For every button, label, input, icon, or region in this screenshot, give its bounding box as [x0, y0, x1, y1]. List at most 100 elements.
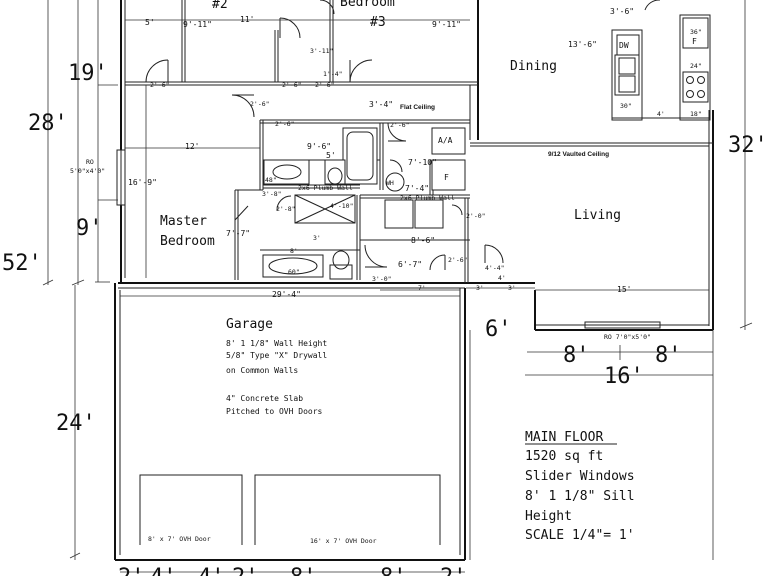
water-heater-label: WH: [386, 179, 394, 187]
garage-note-line: 5/8" Type "X" Drywall: [226, 351, 327, 360]
dim-label: 6'-7": [398, 260, 422, 269]
dim-label: 7': [418, 284, 426, 292]
dishwasher-label: DW: [619, 41, 629, 50]
dim-label: 15': [617, 285, 631, 294]
garage-note-line: 4" Concrete Slab: [226, 394, 303, 403]
dim-label: 24": [690, 62, 702, 70]
title-scale: SCALE 1/4"= 1': [525, 528, 635, 543]
dim-label: 2'-8": [276, 205, 296, 213]
dim-label: 2'-6": [275, 120, 295, 128]
dim-label: 2'-6": [150, 81, 170, 89]
fixtures: [139, 17, 709, 545]
dim-label: 4': [198, 565, 225, 576]
dim-label: 2'-0": [466, 212, 486, 220]
title-height: Height: [525, 509, 572, 524]
dim-label: 8': [290, 565, 317, 576]
ac-label: A/A: [438, 136, 453, 145]
dim-label: 1'-4": [323, 70, 343, 78]
dim-label: 3'-4": [369, 100, 393, 109]
dim-label: 18": [690, 110, 702, 118]
bedroom-2-label: #2: [212, 0, 228, 12]
title-block: MAIN FLOOR 1520 sq ft Slider Windows 8' …: [525, 430, 635, 543]
windows: [116, 149, 661, 329]
dim-label: 8': [655, 343, 682, 368]
garage-note-line: on Common Walls: [226, 366, 298, 375]
living-label: Living: [574, 208, 621, 223]
flat-ceiling-note: Flat Ceiling: [400, 104, 435, 111]
dim-label: 8'-6": [411, 236, 435, 245]
dim-label: 60": [288, 268, 300, 276]
dimension-labels-small: 5' 9'-11" 11' 9'-11" 3'-6" 13'-6" 3'-11"…: [128, 7, 702, 299]
exterior-walls: [114, 0, 714, 561]
dim-label: 2'-6": [448, 256, 468, 264]
dim-label: 9'-6": [307, 142, 331, 151]
fridge-size: 36": [690, 28, 702, 36]
dim-label: 7'-10": [408, 158, 437, 167]
dimension-labels-large: 19' 28' 9' 52' 24' 32' 6' 8' 8' 16': [2, 61, 768, 436]
garage-notes: 8' 1 1/8" Wall Height 5/8" Type "X" Dryw…: [226, 339, 327, 416]
dining-label: Dining: [510, 59, 557, 74]
dim-label: 9'-11": [432, 20, 461, 29]
ro-bedroom-note: RO: [86, 158, 94, 166]
bedroom-3-label: Bedroom: [340, 0, 395, 10]
dim-label: 2': [440, 565, 467, 576]
master-bedroom-label-2: Bedroom: [160, 234, 215, 249]
dim-label: 8': [290, 247, 298, 255]
garage-label: Garage: [226, 317, 273, 332]
dim-label: 9': [76, 216, 103, 241]
dim-label: 5': [145, 18, 155, 27]
plumb-wall-note-1: 2x6 Plumb Wall: [298, 184, 353, 192]
dim-label: 3': [476, 284, 484, 292]
dim-label: 24': [56, 411, 96, 436]
dim-label: 8': [380, 565, 407, 576]
vaulted-ceiling-note: 9/12 Vaulted Ceiling: [548, 151, 609, 158]
dim-label: 4'-10": [330, 202, 353, 210]
dim-label: 3'-11": [310, 47, 333, 55]
dim-label: 2'-6": [250, 100, 270, 108]
fridge-label: F: [692, 37, 697, 46]
dim-label: 29'-4": [272, 290, 301, 299]
dim-label: 48": [265, 176, 277, 184]
dim-label: 3': [313, 234, 321, 242]
ro-bedroom-size: 5'0"x4'0": [70, 167, 105, 175]
doors: [145, 0, 661, 271]
furnace-label: F: [444, 173, 449, 182]
dim-label: 8': [563, 343, 590, 368]
dim-label: 4': [150, 565, 177, 576]
dim-label: 30": [620, 102, 632, 110]
dim-label: 5': [326, 151, 336, 160]
dim-label: 4': [657, 110, 665, 118]
dim-label: 13'-6": [568, 40, 597, 49]
dim-label: 2'-6": [282, 81, 302, 89]
bottom-dimension-string: 2' 4' 4' 2' 8' 8' 2': [118, 565, 467, 576]
dim-label: 3'-8": [262, 190, 282, 198]
dim-label: 3': [508, 284, 516, 292]
dim-label: 7'-4": [405, 184, 429, 193]
bedroom-3-number: #3: [370, 15, 386, 30]
dim-label: 16': [604, 364, 644, 389]
dim-label: 11': [240, 15, 254, 24]
room-labels: #2 Bedroom #3 Dining Living Master Bedro…: [160, 0, 621, 332]
title-area: 1520 sq ft: [525, 449, 603, 464]
garage-note-line: 8' 1 1/8" Wall Height: [226, 339, 327, 348]
dim-label: 52': [2, 251, 42, 276]
dim-label: 2'-6": [390, 121, 410, 129]
dim-label: 4': [498, 274, 506, 282]
dim-label: 7'-7": [226, 229, 250, 238]
garage-door-right-note: 16' x 7' OVH Door: [310, 537, 377, 545]
dim-label: 4'-4": [485, 264, 505, 272]
plan-notes: Flat Ceiling 9/12 Vaulted Ceiling RO 5'0…: [70, 28, 702, 545]
dim-label: 6': [485, 317, 512, 342]
dim-label: 32': [728, 133, 768, 158]
title-windows: Slider Windows: [525, 469, 635, 484]
plumb-wall-note-2: 2x6 Plumb Wall: [400, 194, 455, 202]
ro-living-note: RO 7'0"x5'0": [604, 333, 651, 341]
title-sill: 8' 1 1/8" Sill: [525, 489, 635, 504]
garage-note-line: Pitched to OVH Doors: [226, 407, 323, 416]
dim-label: 2': [232, 565, 259, 576]
interior-walls: [125, 0, 713, 283]
dim-label: 2'-6": [315, 81, 335, 89]
dim-label: 28': [28, 111, 68, 136]
dim-label: 3'-0": [372, 275, 392, 283]
